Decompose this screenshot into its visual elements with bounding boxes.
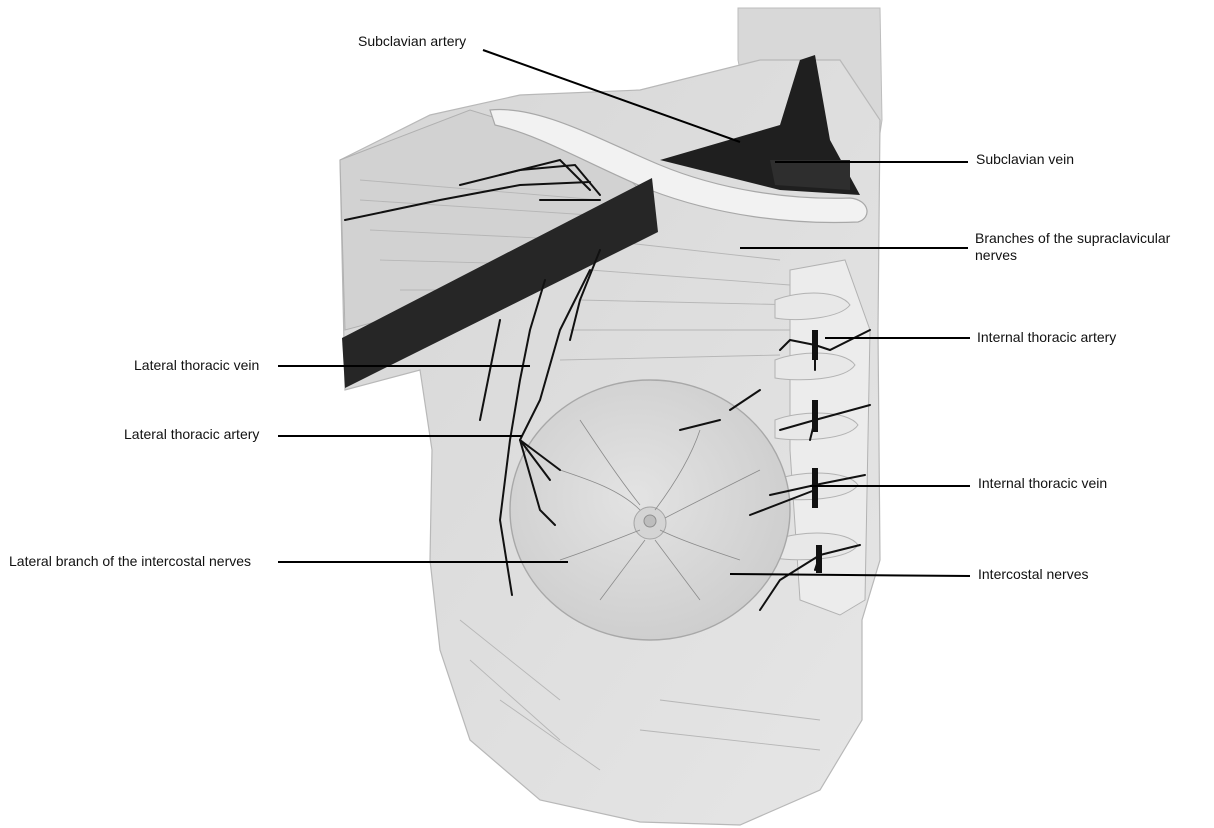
- label-lateral-branch-intercostal-nerves: Lateral branch of the intercostal nerves: [9, 553, 252, 569]
- leader-lines: [278, 49, 971, 577]
- leader-intercostal-nerves: [729, 573, 971, 577]
- internal-thoracic-vessels: [812, 330, 822, 573]
- label-internal-thoracic-artery: Internal thoracic artery: [977, 329, 1117, 345]
- label-intercostal-nerves: Intercostal nerves: [978, 566, 1089, 582]
- label-subclavian-artery: Subclavian artery: [358, 33, 467, 49]
- fine-nerve-branches: [559, 419, 761, 601]
- label-internal-thoracic-vein: Internal thoracic vein: [978, 475, 1108, 491]
- label-lateral-thoracic-artery: Lateral thoracic artery: [124, 426, 260, 442]
- leader-subclavian-artery: [482, 49, 741, 143]
- subclavian-vein-highlight: [770, 160, 850, 190]
- pectoral-cut-band: [342, 178, 658, 388]
- label-supraclavicular-nerves: Branches of the supraclavicular nerves: [975, 230, 1171, 263]
- label-lateral-thoracic-vein: Lateral thoracic vein: [134, 357, 260, 373]
- label-subclavian-vein: Subclavian vein: [976, 151, 1075, 167]
- nipple: [643, 514, 657, 528]
- clavicle: [489, 108, 868, 224]
